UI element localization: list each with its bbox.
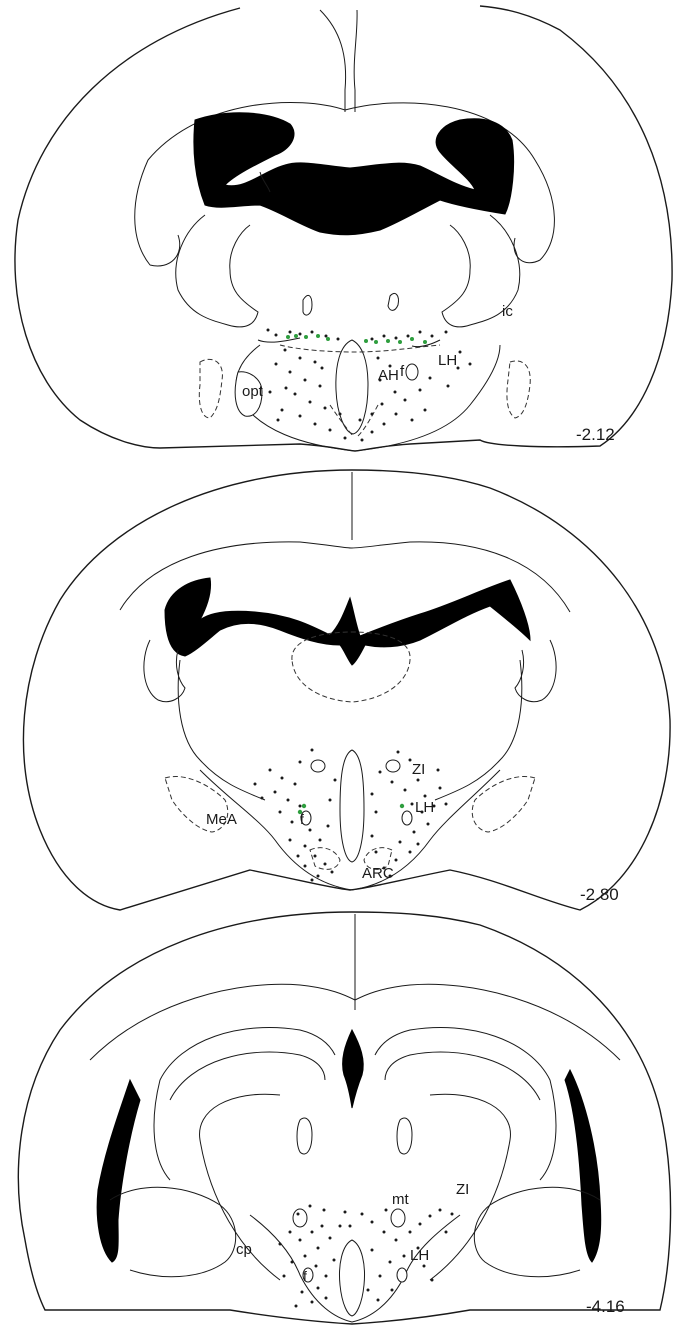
section-1-midline [320,10,357,112]
section-bregma-4-16: mt ZI cp f LH -4.16 [18,912,670,1324]
section-3-ventricle-right [565,1070,601,1262]
section-3-label-mt: mt [392,1191,409,1208]
section-1-left-lateral-region [176,215,258,327]
section-2-bregma: -2.80 [580,885,619,904]
section-1-label-opt: opt [242,383,264,400]
section-2-left-small-hole [311,760,325,772]
section-2-label-f: f [300,811,304,827]
section-3-left-small-ovals [297,1118,312,1154]
section-1-label-f: f [400,363,405,380]
section-3-hippocampus-left [154,1027,335,1180]
section-bregma-2-12: ic opt AH f LH -2.12 [15,6,672,451]
section-2-label-arc: ARC [362,865,394,882]
section-3-third-ventricle-hole [340,1240,365,1316]
section-3-ventricle-left [97,1080,140,1262]
section-1-fornix [406,364,418,380]
section-2-right-dashed-nucleus [472,777,535,832]
section-1-ventricle [194,113,514,235]
section-3-cerebral-peduncle-left [110,1187,236,1276]
section-3-label-cp: cp [236,1241,252,1258]
section-3-label-lh: LH [410,1247,429,1264]
section-2-ventricle [165,578,530,665]
section-2-label-lh: LH [415,799,434,816]
section-3-right-small-ovals [397,1118,412,1154]
section-3-fornix-right [397,1268,407,1282]
section-1-label-ah: AH [378,367,399,384]
section-bregma-2-80: ZI LH f MeA ARC -2.80 [23,470,670,910]
section-3-hippocampus-right [375,1027,556,1180]
section-3-label-zi: ZI [456,1181,469,1198]
section-2-right-inner-region [435,640,556,800]
section-3-label-f: f [303,1268,307,1284]
section-2-left-inner-region [144,640,265,800]
section-1-label-lh: LH [438,352,457,369]
section-1-label-ic: ic [502,303,513,320]
section-2-third-ventricle-hole [340,750,364,862]
section-2-label-zi: ZI [412,761,425,778]
section-3-cerebral-peduncle-right [474,1187,600,1276]
section-1-left-dashed-nucleus [199,359,222,418]
section-2-label-mea: MeA [206,811,237,828]
section-1-cell-dots [267,329,472,442]
section-2-fornix-right [402,811,412,825]
section-2-right-small-hole [386,760,400,772]
section-3-bregma: -4.16 [586,1297,625,1316]
section-1-bregma: -2.12 [576,425,615,444]
section-3-mamillothalamic-left [293,1209,307,1227]
section-3-ventricle-center [343,1030,364,1108]
section-1-right-fiber-mark [388,293,398,310]
section-3-mamillothalamic-right [391,1209,405,1227]
section-1-right-dashed-nucleus [507,361,530,418]
